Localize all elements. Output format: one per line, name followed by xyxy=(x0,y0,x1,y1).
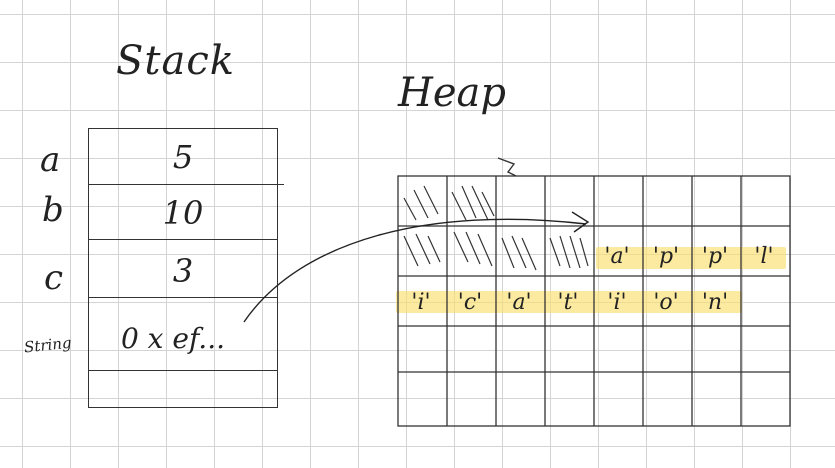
heap-tick-mark xyxy=(497,157,517,177)
heap-title: Heap xyxy=(398,70,507,116)
pointer-arrowhead xyxy=(571,211,590,233)
stack-value-string: 0 x ef... xyxy=(120,322,226,355)
heap-grid-lines xyxy=(397,175,791,427)
heap-char: 'a' xyxy=(506,290,532,315)
heap-highlight-row3 xyxy=(396,291,742,313)
stack-row-divider xyxy=(88,370,278,371)
stack-var-b: b xyxy=(42,190,64,230)
heap-char: 'i' xyxy=(607,290,627,315)
heap-hatching xyxy=(403,185,589,271)
pointer-arrow-line xyxy=(243,218,587,323)
stack-row-divider xyxy=(88,297,278,298)
heap-char: 'c' xyxy=(457,290,483,315)
stack-value-a: 5 xyxy=(172,138,194,176)
heap-char: 'a' xyxy=(604,244,630,269)
stack-value-c: 3 xyxy=(172,252,194,290)
heap-char: 'l' xyxy=(754,244,774,269)
stack-value-b: 10 xyxy=(162,194,204,232)
heap-char: 'p' xyxy=(652,244,680,269)
heap-char: 't' xyxy=(557,290,579,315)
heap-char: 'p' xyxy=(701,244,729,269)
stack-title: Stack xyxy=(116,38,235,84)
heap-char: 'n' xyxy=(701,290,729,315)
heap-char: 'o' xyxy=(653,290,679,315)
stack-var-a: a xyxy=(40,140,61,180)
heap-char: 'i' xyxy=(411,290,431,315)
stack-row-divider xyxy=(88,184,284,185)
stack-row-divider xyxy=(88,239,278,240)
stack-box xyxy=(88,128,278,408)
stack-var-c: c xyxy=(44,258,64,298)
